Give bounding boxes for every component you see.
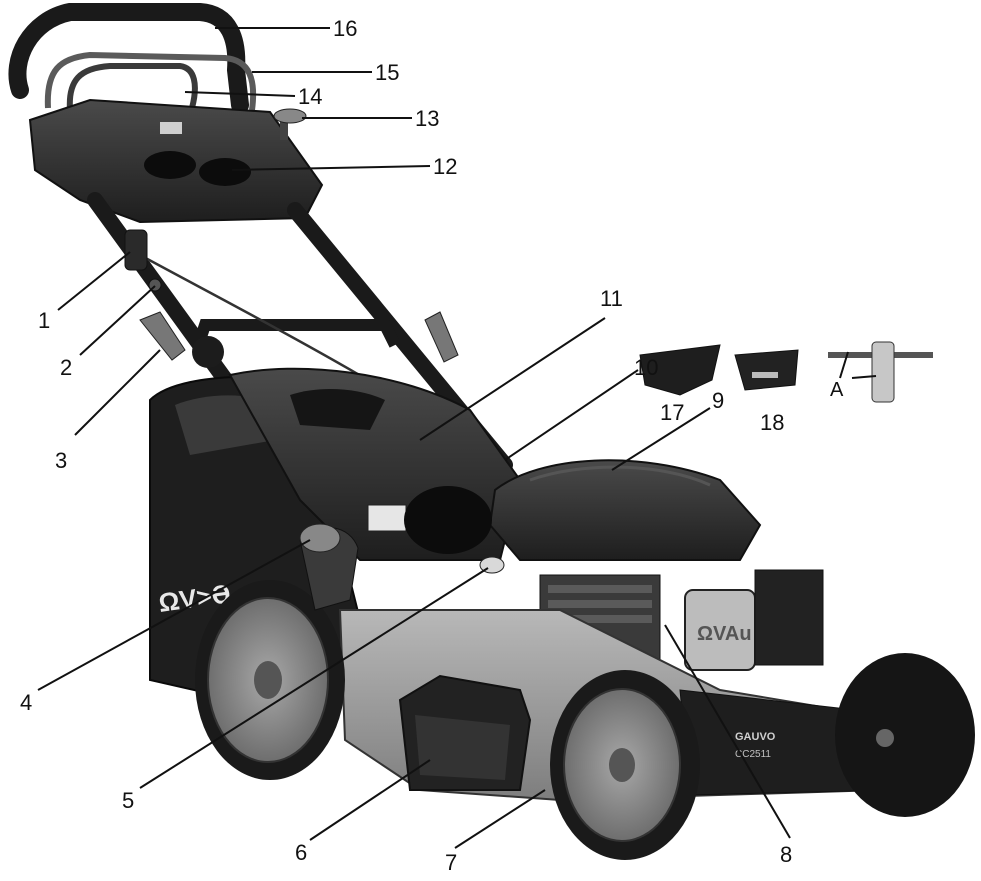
leader-8 [664,624,791,839]
quick-release-lever [139,311,186,361]
accessories [639,341,933,403]
handle-cross-bar [194,319,401,348]
callout-10: 10 [634,355,658,380]
handle-assembly [8,2,513,473]
callout-17: 17 [660,400,684,425]
leader-6 [309,759,431,841]
engine-fins-3 [548,615,652,623]
height-adjuster-knob [299,523,341,553]
leader-1 [57,251,131,311]
deck-model: CC2511 [735,749,771,760]
panel-slot-right [199,158,251,186]
leader-A-1 [839,351,849,379]
speed-knob-stem [280,118,288,140]
handle-lock-knob [124,229,148,271]
panel-badge [160,122,182,134]
callout-2: 2 [60,355,72,380]
mulch-plug [639,344,721,396]
leader-10 [504,369,639,461]
engine-side-block [754,569,824,666]
side-discharge-chute [734,349,799,391]
wrench-socket [871,341,895,403]
callout-16: 16 [333,16,357,41]
engine-cover-text: ΩVAu [697,623,752,645]
callout-18: 18 [760,410,784,435]
leader-12 [231,165,431,171]
front-hub-center [609,748,635,782]
engine-fins [548,585,652,593]
engine-cover-grille [529,465,711,487]
leader-3 [74,349,161,436]
deck-brand: GAUVO [735,731,776,743]
side-discharge-detail [415,715,510,780]
far-front-wheel [835,653,975,817]
callout-13: 13 [415,106,439,131]
callout-12: 12 [433,154,457,179]
callout-A: A [830,379,844,401]
leader-14 [184,91,296,97]
engine-cover [488,459,762,561]
engine-fins-2 [548,600,652,608]
callout-5: 5 [122,788,134,813]
leader-9 [611,407,711,471]
leader-2 [79,285,156,356]
callout-14: 14 [298,84,322,109]
callout-11: 11 [600,286,623,311]
callout-6: 6 [295,840,307,865]
callout-9: 9 [712,388,724,413]
leader-7 [454,789,546,849]
chute-label [752,372,778,378]
leader-11 [419,317,606,441]
height-adjuster [299,523,359,611]
quick-release-lever-right [424,311,459,363]
handle-pivot-left [192,336,224,368]
left-handle-tube [87,192,248,408]
warning-label [367,504,407,532]
drive-bail [66,63,198,111]
safety-bail [44,51,257,111]
leader-4 [37,539,311,691]
leader-lines [37,27,877,849]
panel-slot-left [144,151,196,179]
rear-hub-center [254,661,282,699]
callout-7: 7 [445,850,457,875]
leader-5 [139,567,489,789]
far-front-tire [835,653,975,817]
callout-8: 8 [780,842,792,867]
far-front-axle [876,729,894,747]
front-wheel [550,670,700,860]
leader-A-2 [851,375,877,379]
speed-knob [273,108,307,124]
mower-body [228,367,762,574]
fuel-cap-area [404,486,492,554]
callout-3: 3 [55,448,67,473]
callout-labels: 16 15 14 13 12 1 2 3 11 10 9 17 18 A 4 5… [20,16,844,875]
callout-4: 4 [20,690,32,715]
rear-wheel [195,580,345,780]
cover-handle-recess [290,388,385,430]
callout-15: 15 [375,60,399,85]
top-handle-bar [8,2,249,114]
callout-1: 1 [38,308,50,333]
